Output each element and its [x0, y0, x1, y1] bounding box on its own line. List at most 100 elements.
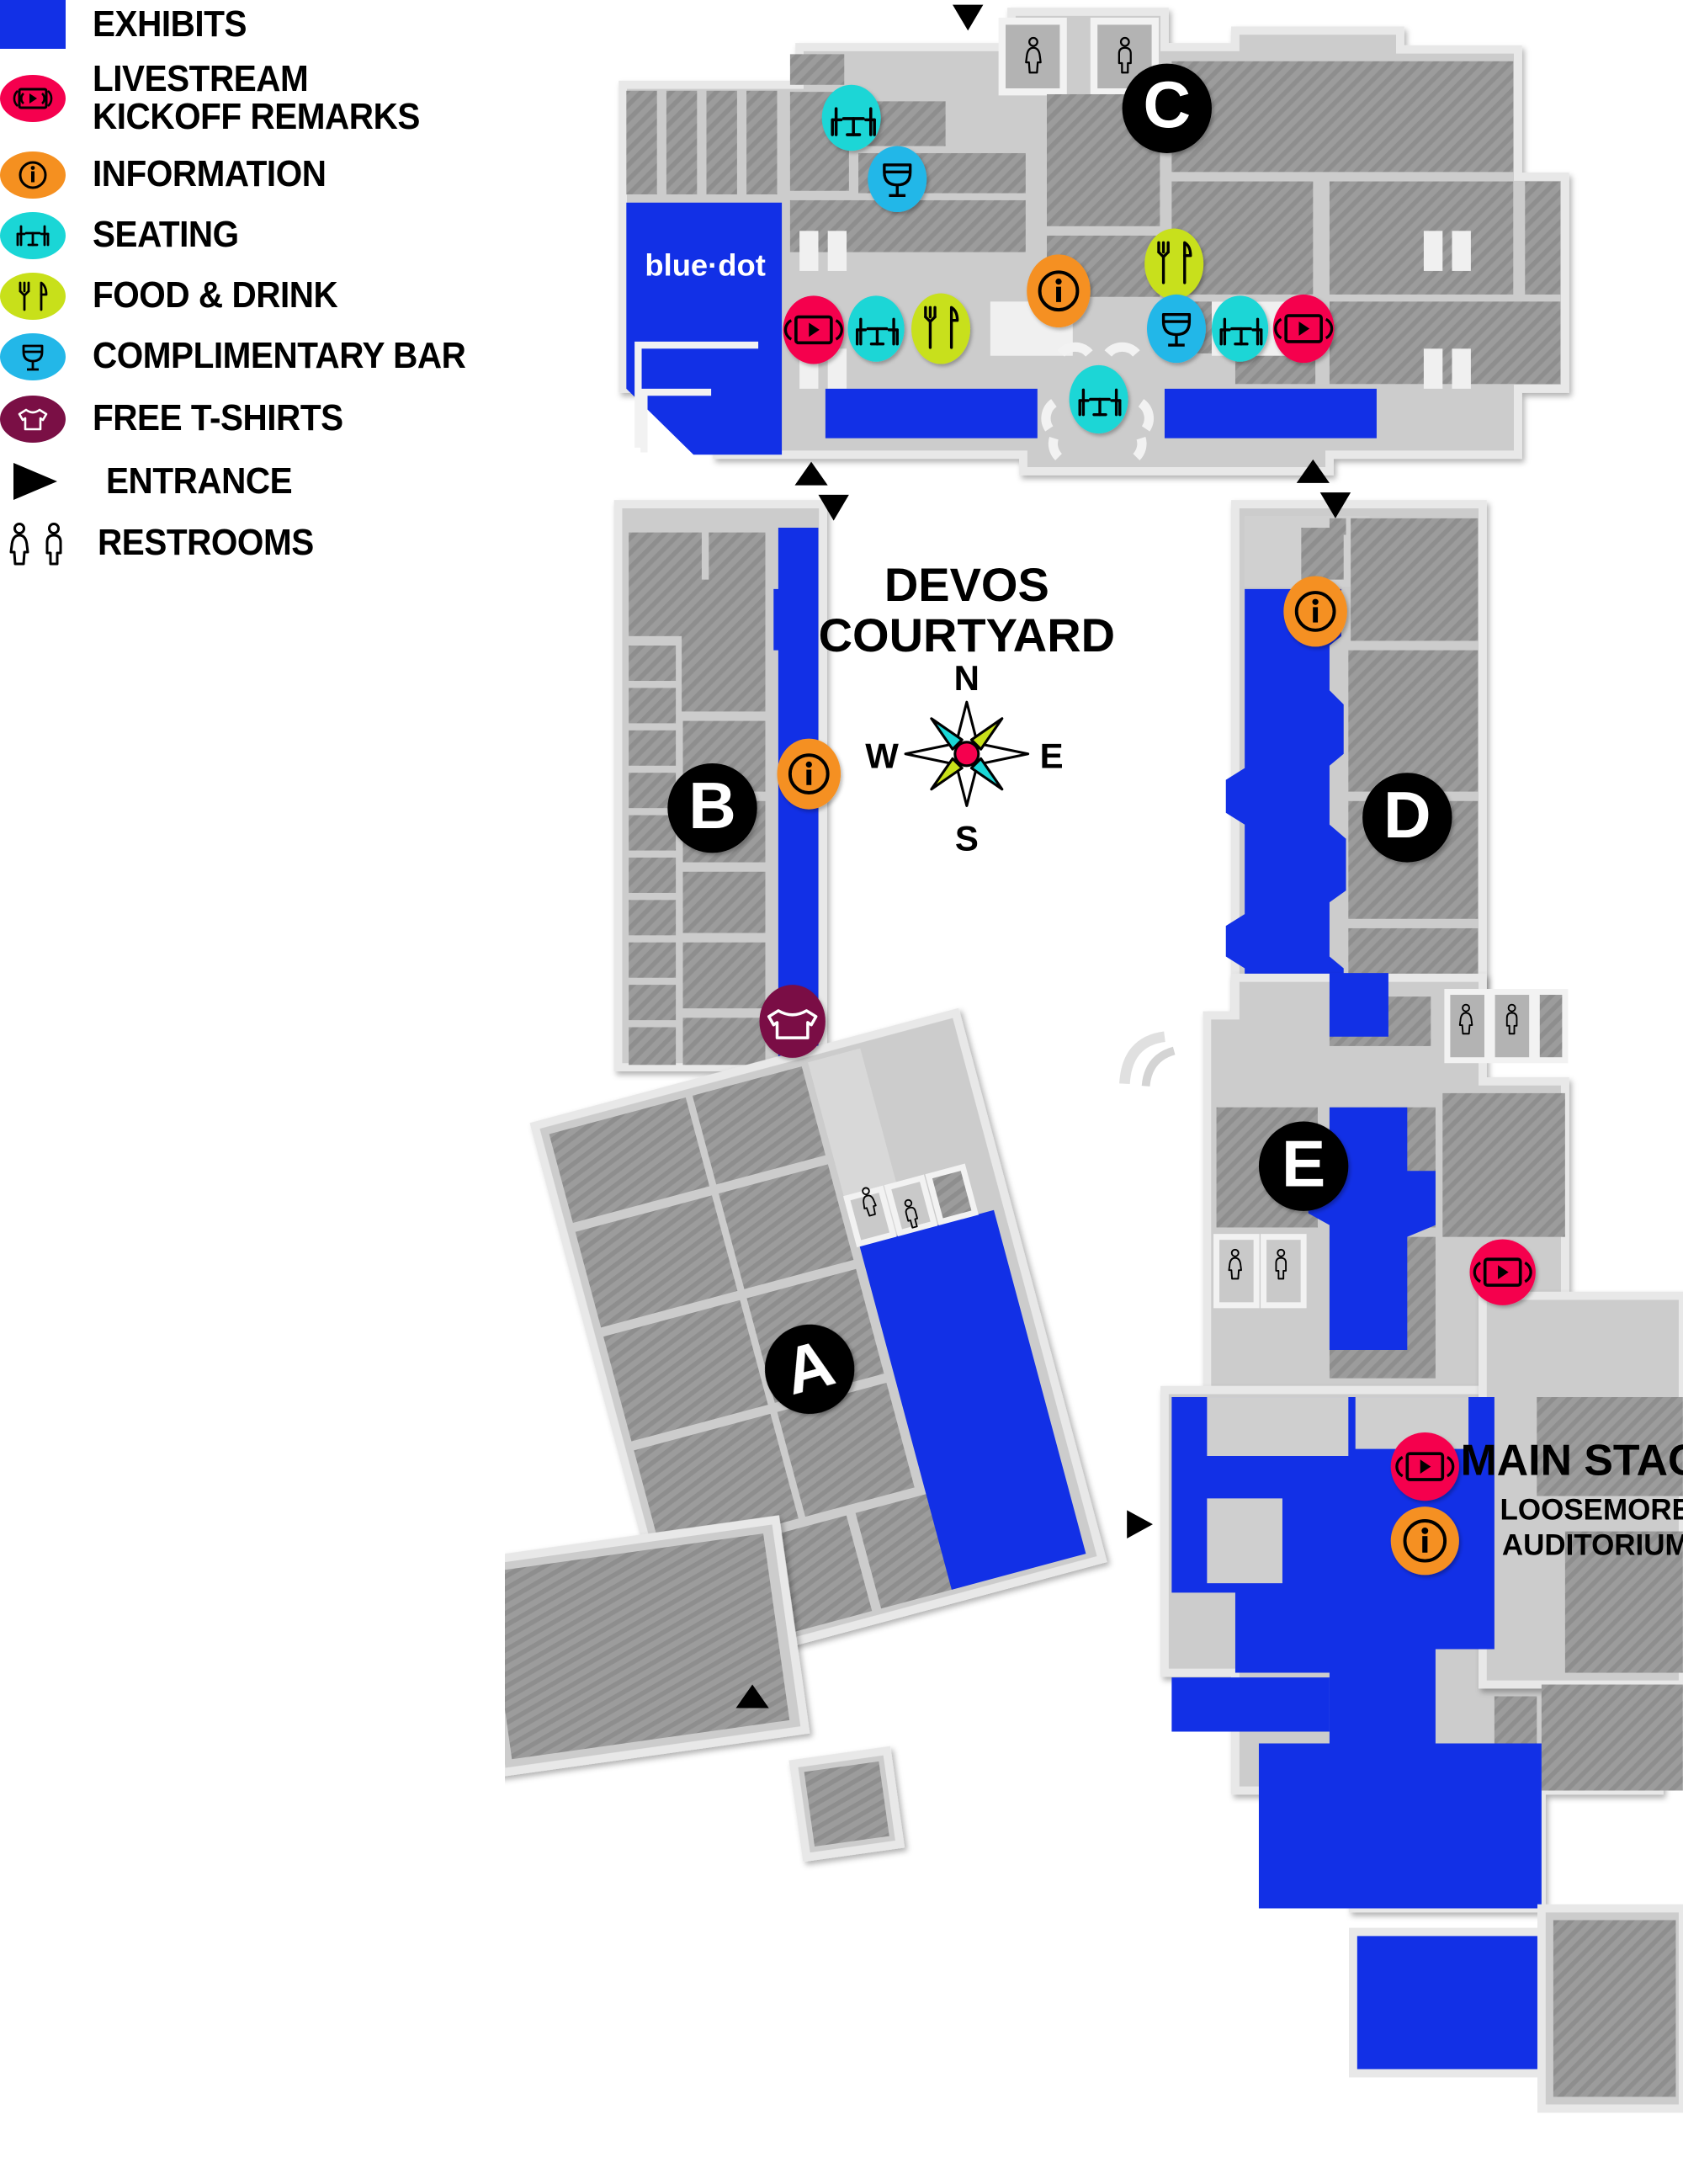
legend-label-restrooms: RESTROOMS: [98, 522, 314, 564]
main-stage-title: MAIN STAGE: [1461, 1435, 1683, 1484]
legend-label-livestream: LIVESTREAM: [93, 58, 309, 99]
building-e[interactable]: E MAIN STAGE LOOSEMORE AUDITORIUM: [1119, 973, 1683, 2113]
marker-livestream[interactable]: [1469, 1239, 1536, 1305]
marker-information[interactable]: [1027, 254, 1091, 328]
marker-livestream[interactable]: [1390, 1432, 1459, 1501]
entrance-arrow-icon: [953, 4, 984, 31]
rooms-b: [629, 532, 766, 1065]
restroom-women-icon: [1025, 36, 1042, 74]
rooms-c-mid: [789, 54, 1026, 252]
compass-rose: N S W E: [865, 658, 1063, 858]
compass-west-label: W: [865, 736, 899, 776]
building-a-bottom-room[interactable]: [788, 1746, 905, 1863]
marker-seating[interactable]: [821, 84, 881, 151]
round-tables-c: [1041, 342, 1154, 461]
food-drink-icon: [0, 272, 93, 320]
restroom-pictograms: [862, 36, 1518, 1280]
legend-label-free-tshirts: FREE T-SHIRTS: [93, 397, 343, 439]
building-badge-e-label: E: [1282, 1126, 1325, 1200]
legend-item-entrance[interactable]: ENTRANCE: [0, 460, 539, 502]
exhibit-strips-c[interactable]: [825, 388, 1377, 438]
main-stage-sub2: AUDITORIUM: [1502, 1529, 1683, 1562]
building-badge-a[interactable]: A: [755, 1315, 864, 1424]
rooms-c-topleft: [626, 90, 778, 194]
marker-seating[interactable]: [1069, 364, 1128, 434]
building-badge-c-label: C: [1143, 67, 1191, 141]
livestream-icon: [0, 74, 93, 122]
marker-free-tshirts[interactable]: [759, 985, 826, 1058]
exhibits-swatch: [0, 0, 93, 49]
entrance-arrow-icon: [1296, 459, 1330, 483]
building-badge-d-label: D: [1383, 778, 1431, 852]
legend-item-complimentary-bar[interactable]: COMPLIMENTARY BAR: [0, 332, 539, 380]
bluedot-brand-label: blue·dot: [645, 248, 765, 283]
entrance-arrow-icon: [1319, 492, 1351, 518]
marker-information[interactable]: [777, 738, 842, 810]
building-badge-e[interactable]: E: [1258, 1121, 1349, 1211]
marker-livestream[interactable]: [783, 295, 845, 364]
marker-information[interactable]: [1283, 576, 1347, 647]
marker-complimentary-bar[interactable]: [868, 146, 927, 212]
legend-label-information: INFORMATION: [93, 153, 327, 195]
building-badge-c[interactable]: C: [1122, 63, 1212, 153]
legend-label-seating: SEATING: [93, 214, 239, 256]
restroom-women-icon: [1458, 1003, 1473, 1035]
building-badge-d[interactable]: D: [1362, 773, 1452, 863]
legend-item-restrooms[interactable]: RESTROOMS: [0, 521, 539, 566]
restroom-women-icon: [862, 1187, 877, 1217]
building-a-lower-wing[interactable]: [505, 1515, 810, 1777]
map-markers[interactable]: [759, 84, 1536, 1576]
compass-north-label: N: [954, 658, 980, 698]
legend-item-livestream[interactable]: LIVESTREAM KICKOFF REMARKS: [0, 58, 539, 137]
free-tshirts-icon: [0, 395, 93, 443]
restroom-men-icon: [1118, 36, 1132, 74]
legend-label-food-drink: FOOD & DRINK: [93, 274, 338, 316]
devos-courtyard-label: DEVOS COURTYARD: [819, 558, 1115, 662]
entrance-arrows[interactable]: [735, 4, 1351, 1708]
restroom-men-icon: [1275, 1248, 1287, 1280]
marker-seating[interactable]: [847, 295, 905, 362]
map-legend: EXHIBITS LIVESTREAM KICKOFF REMARKS: [0, 0, 539, 993]
marker-food-drink[interactable]: [911, 293, 971, 364]
venue-floorplan-map[interactable]: blue·dot: [505, 0, 1683, 2184]
entrance-arrow-icon: [818, 494, 849, 521]
legend-item-seating[interactable]: SEATING: [0, 211, 539, 259]
compass-east-label: E: [1040, 736, 1064, 776]
legend-item-exhibits[interactable]: EXHIBITS: [0, 0, 539, 49]
marker-complimentary-bar[interactable]: [1146, 294, 1206, 364]
entrance-arrow-icon: [1127, 1510, 1153, 1538]
building-b[interactable]: B: [613, 500, 827, 1072]
restroom-men-icon: [904, 1198, 918, 1229]
entrance-arrow-icon: [735, 1684, 769, 1708]
main-stage-label: MAIN STAGE LOOSEMORE AUDITORIUM: [1461, 1435, 1683, 1562]
legend-label-livestream-2: KICKOFF REMARKS: [93, 95, 420, 137]
courtyard-line-1: DEVOS: [884, 558, 1049, 611]
restroom-women-icon: [1228, 1248, 1242, 1280]
complimentary-bar-icon: [0, 332, 93, 380]
exhibit-area-bluedot[interactable]: blue·dot: [626, 202, 783, 455]
building-a[interactable]: A: [529, 1007, 1107, 1677]
information-icon: [0, 151, 93, 199]
legend-item-food-drink[interactable]: FOOD & DRINK: [0, 272, 539, 320]
entrance-arrow-icon: [794, 461, 828, 486]
legend-item-information[interactable]: INFORMATION: [0, 151, 539, 199]
marker-information[interactable]: [1390, 1506, 1459, 1576]
marker-seating[interactable]: [1211, 295, 1269, 362]
marker-livestream[interactable]: [1272, 294, 1335, 364]
compass-south-label: S: [955, 819, 979, 858]
legend-label-complimentary-bar: COMPLIMENTARY BAR: [93, 335, 466, 377]
seating-icon: [0, 211, 93, 259]
building-d[interactable]: D: [1225, 500, 1487, 1018]
main-stage-sub1: LOOSEMORE: [1500, 1494, 1683, 1527]
legend-item-free-tshirts[interactable]: FREE T-SHIRTS: [0, 395, 539, 443]
restroom-men-icon: [1505, 1003, 1518, 1035]
legend-label-entrance: ENTRANCE: [106, 460, 293, 502]
building-badge-b-label: B: [688, 768, 736, 842]
entrance-arrow-icon: [0, 463, 106, 501]
building-badge-b[interactable]: B: [667, 763, 757, 853]
courtyard-line-2: COURTYARD: [819, 608, 1115, 662]
restroom-block-e-north: [1444, 989, 1569, 1064]
marker-food-drink[interactable]: [1144, 228, 1204, 300]
legend-label-exhibits: EXHIBITS: [93, 3, 247, 45]
restrooms-icon: [0, 521, 98, 566]
